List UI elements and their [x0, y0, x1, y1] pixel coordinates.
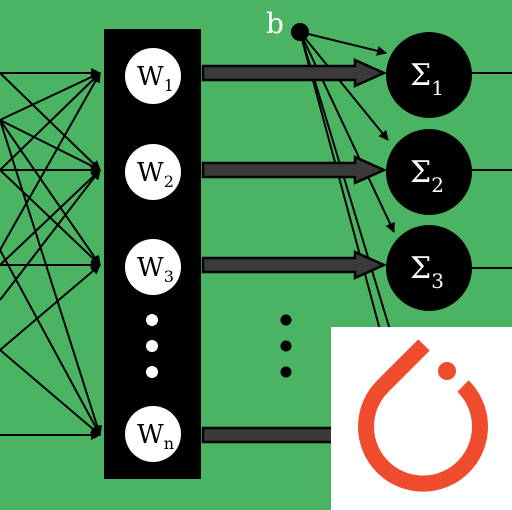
weight-to-sum-arrows	[201, 58, 388, 444]
pytorch-logo-icon	[331, 327, 512, 510]
svg-text:W3: W3	[137, 253, 174, 286]
svg-text:Σ3: Σ3	[410, 251, 444, 293]
arrow-w2-sum2	[201, 155, 388, 185]
svg-text:Wn: Wn	[137, 420, 174, 453]
svg-text:b: b	[266, 7, 284, 40]
svg-text:Σ2: Σ2	[410, 155, 444, 197]
input-connections	[0, 68, 103, 440]
weight-ellipsis	[146, 314, 158, 378]
weight-node-n: Wn	[125, 406, 181, 462]
svg-text:W1: W1	[137, 62, 174, 95]
weight-node-1: W1	[125, 48, 181, 104]
sum-node-3: Σ3	[386, 225, 472, 311]
sum-node-1: Σ1	[386, 32, 472, 118]
svg-text:W2: W2	[137, 158, 174, 191]
output-connections	[472, 72, 512, 269]
arrow-w1-sum1	[201, 58, 388, 88]
weight-node-3: W3	[125, 239, 181, 295]
bias-node: b	[266, 7, 309, 41]
arrow-wn	[201, 426, 342, 444]
middle-ellipsis	[280, 314, 292, 378]
svg-text:Σ1: Σ1	[410, 58, 444, 100]
sum-node-2: Σ2	[386, 129, 472, 215]
weight-node-2: W2	[125, 144, 181, 200]
arrow-w3-sum3	[201, 250, 388, 280]
bias-connections	[299, 31, 395, 331]
